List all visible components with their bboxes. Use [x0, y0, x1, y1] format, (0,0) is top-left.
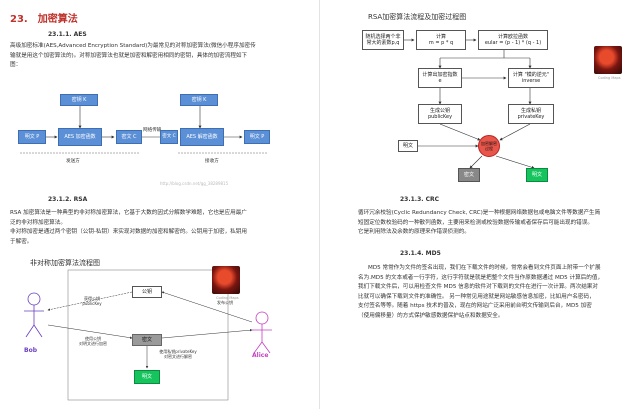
right-page: RSA加密算法流程及加密过程图 随机选择两个非 常大的素数p,q 计算 m = … [322, 0, 640, 409]
aes-plaintext-right: 明文 P [244, 130, 270, 144]
rsa-plaintext-input: 明文 [398, 140, 418, 152]
aes-line-3: 图： [10, 62, 22, 69]
aes-paragraph: 高级加密标准(AES,Advanced Encryption Standard)… [10, 42, 312, 71]
aes-receiver-label: 接收方 [205, 159, 219, 164]
md5-line-3: 我们下载文件后，可以用检查文件 MD5 信息的软件对下载到的文件在进行一次计算。… [358, 284, 598, 291]
md5-line-5: 支付签名等等。随着 https 技术的普及，现在的网站广泛采用前台明文传输到后台… [358, 303, 592, 310]
section-title: 23. 加密算法 [10, 10, 78, 25]
right-avatar-caption: Coding Maps [598, 76, 621, 80]
bob-label: Bob [24, 347, 37, 354]
rsa-heading: 23.1.2. RSA [48, 196, 88, 203]
rsa-flow-lines [404, 38, 535, 169]
crc-paragraph: 循环冗余校验(Cyclic Redundancy Check, CRC)是一种根… [358, 209, 636, 238]
asym-encrypt-note: 使用公钥 对明文进行加密 [79, 336, 107, 346]
asym-plaintext: 明文 [134, 370, 160, 384]
aes-plaintext-left: 明文 P [18, 130, 46, 144]
rsa-choose-primes: 随机选择两个非 常大的素数p,q [362, 30, 404, 50]
rsa-encrypt-decrypt-process: 加密解密 过程 [478, 135, 500, 157]
rsa-line-1: RSA 加密算法是一种典型的非对称加密算法，它基于大数的因式分解数学难题，它也是… [10, 210, 247, 216]
md5-line-6: （使用偏移量）的方式保护敏感数据保护站点和数据安全。 [358, 312, 504, 319]
aes-heading: 23.1.1. AES [48, 31, 87, 38]
rsa-line-2: 泛的非对称加密算法。 [10, 219, 66, 226]
rsa-private-inverse: 计算 "模的逆元" inverse [508, 68, 554, 88]
asym-decrypt-note: 使用私钥privateKey 对密文进行解密 [159, 349, 197, 359]
asym-diagram-title: 非对称加密算法流程图 [30, 259, 100, 267]
rsa-public-exponent: 计算出加密指数 e [418, 68, 462, 88]
rsa-line-3: 非对称加密是通过两个密钥（公钥-私钥）来实现对数据的加密和解密的。公钥用于加密，… [10, 229, 247, 236]
rsa-paragraph: RSA 加密算法是一种典型的非对称加密算法，它基于大数的因式分解数学难题，它也是… [10, 209, 312, 247]
crc-line-1: 循环冗余校验(Cyclic Redundancy Check, CRC)是一种根… [358, 210, 601, 216]
md5-line-2: 名为.MD5 的文本或者一行字符，这行字符就是就是把整个文件当作原数据通过 MD… [358, 274, 604, 281]
section-heading: 加密算法 [37, 14, 78, 25]
rsa-generate-public-key: 生成公钥 publicKey [418, 104, 462, 124]
asym-ciphertext: 密文 [132, 334, 162, 346]
aes-line-2: 输就是用这个加密算法的)。对称加密算法也就是加密和解密用相同的密钥，具体的加密流… [10, 52, 248, 59]
aes-encrypt-function: AES 加密函数 [58, 128, 102, 146]
asym-get-public-note: 获得公钥 publicKey [82, 296, 102, 306]
aes-decrypt-function: AES 解密函数 [180, 128, 224, 146]
crc-heading: 23.1.3. CRC [400, 196, 440, 203]
asym-publish-note: 发布公钥 [217, 300, 233, 305]
aes-line-1: 高级加密标准(AES,Advanced Encryption Standard)… [10, 43, 256, 49]
aes-diagram-lines [20, 106, 268, 154]
right-avatar-image [594, 46, 622, 74]
rsa-compute-euler: 计算欧拉函数 eular = (p - 1) * (q - 1) [478, 30, 548, 50]
rsa-line-4: 于解密。 [10, 238, 33, 245]
aes-ciphertext-left: 密文 C [116, 130, 142, 144]
avatar-image [212, 266, 240, 294]
aes-sender-key: 密钥 K [60, 94, 98, 106]
aes-sender-label: 发送方 [66, 159, 80, 164]
section-number: 23. [10, 14, 28, 25]
rsa-flow-title: RSA加密算法流程及加密过程图 [368, 13, 467, 21]
rsa-generate-private-key: 生成私钥 privateKey [508, 104, 554, 124]
aes-watermark: http://blog.csdn.net/gg_38289815 [160, 181, 229, 186]
left-page: 23. 加密算法 23.1.1. AES 高级加密标准(AES,Advanced … [10, 0, 320, 409]
crc-line-2: 短固定位数校验码的一种散列函数，主要用来检测或校验数据传输或者保存后可能出现的错… [358, 219, 593, 226]
rsa-compute-modulus: 计算 m = p * q [416, 30, 466, 50]
rsa-ciphertext: 密文 [458, 168, 480, 182]
avatar-caption: Coding Maps [216, 296, 239, 300]
md5-heading: 23.1.4. MD5 [400, 250, 441, 257]
aes-receiver-key: 密钥 K [180, 94, 218, 106]
alice-label: Alice [252, 352, 269, 359]
md5-paragraph: MD5 常常作为文件的签名出现，我们在下载文件的时候，常常会看到文件页面上附带一… [358, 264, 636, 322]
asym-public-key: 公钥 [132, 286, 162, 298]
md5-line-1: MD5 常常作为文件的签名出现，我们在下载文件的时候，常常会看到文件页面上附带一… [368, 265, 601, 271]
asym-diagram-lines [24, 269, 272, 401]
crc-line-3: 它是利用除法及余数的原理来作错误侦测的。 [358, 229, 470, 236]
rsa-decrypted-plaintext: 明文 [526, 168, 548, 182]
aes-network-label: 网络传输 [143, 128, 162, 133]
md5-line-4: 比就可以确保下载到文件的准确性。 另一种常见用途就是网站敏感信息加密，比如用户名… [358, 293, 595, 300]
aes-ciphertext-right: 密文 C [160, 130, 178, 144]
